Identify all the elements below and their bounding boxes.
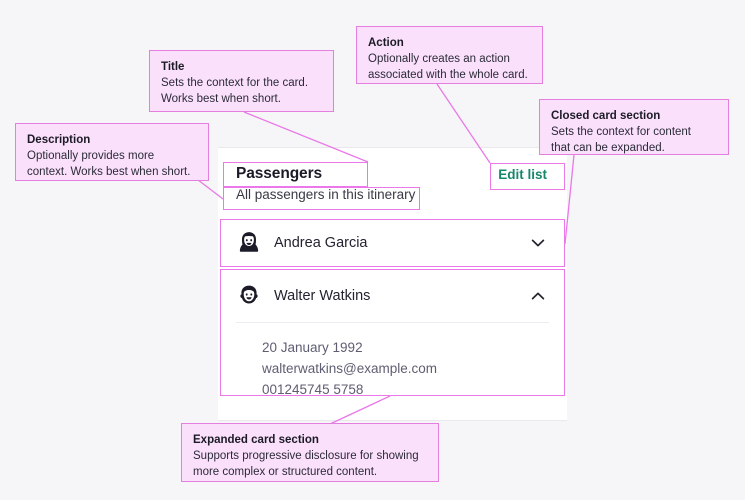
passengers-card: Passengers All passengers in this itiner… bbox=[218, 147, 567, 421]
callout-text-line-2: context. Works best when short. bbox=[27, 166, 191, 178]
woman-face-icon bbox=[236, 230, 262, 256]
card-section-header-expanded[interactable]: Walter Watkins bbox=[218, 270, 567, 322]
card-section-title: Walter Watkins bbox=[274, 288, 371, 304]
detail-phone: 001245745 5758 bbox=[262, 382, 364, 397]
card-section-header-collapsed[interactable]: Andrea Garcia bbox=[218, 217, 567, 269]
callout-text-line-1: Sets the context for the card. bbox=[161, 77, 309, 89]
callout-text-line-2: more complex or structured content. bbox=[193, 466, 378, 478]
callout-text-line-1: Optionally provides more bbox=[27, 150, 155, 162]
callout-text-line-1: Sets the context for content bbox=[551, 126, 691, 138]
callout-heading: Action bbox=[368, 37, 404, 49]
callout-description: Description Optionally provides more con… bbox=[15, 123, 209, 181]
callout-text-line-2: Works best when short. bbox=[161, 93, 281, 105]
card-title: Passengers bbox=[236, 165, 323, 182]
callout-text-line-1: Optionally creates an action bbox=[368, 53, 510, 65]
detail-birthdate: 20 January 1992 bbox=[262, 340, 363, 355]
chevron-up-icon[interactable] bbox=[529, 287, 547, 305]
callout-expanded-card-section: Expanded card section Supports progressi… bbox=[181, 423, 439, 482]
callout-text-line-2: that can be expanded. bbox=[551, 142, 665, 154]
callout-text-line-1: Supports progressive disclosure for show… bbox=[193, 450, 419, 462]
callout-closed-card-section: Closed card section Sets the context for… bbox=[539, 99, 729, 155]
card-description: All passengers in this itinerary bbox=[236, 187, 416, 202]
card-header: Passengers All passengers in this itiner… bbox=[218, 148, 567, 217]
edit-list-button[interactable]: Edit list bbox=[498, 167, 547, 182]
section-divider bbox=[236, 322, 549, 323]
card-section-title: Andrea Garcia bbox=[274, 235, 368, 251]
callout-title: Title Sets the context for the card. Wor… bbox=[149, 50, 334, 112]
boy-face-icon bbox=[236, 283, 262, 309]
callout-action: Action Optionally creates an action asso… bbox=[356, 26, 543, 84]
callout-text-line-2: associated with the whole card. bbox=[368, 69, 528, 81]
chevron-down-icon[interactable] bbox=[529, 234, 547, 252]
card-section-andrea-garcia: Andrea Garcia bbox=[218, 217, 567, 270]
card-section-walter-watkins: Walter Watkins 20 January 1992 walterwat… bbox=[218, 270, 567, 420]
detail-email: walterwatkins@example.com bbox=[262, 361, 438, 376]
callout-heading: Description bbox=[27, 134, 91, 146]
callout-heading: Expanded card section bbox=[193, 434, 319, 446]
callout-heading: Title bbox=[161, 61, 185, 73]
callout-heading: Closed card section bbox=[551, 110, 661, 122]
card-section-details: 20 January 1992 walterwatkins@example.co… bbox=[218, 323, 567, 420]
